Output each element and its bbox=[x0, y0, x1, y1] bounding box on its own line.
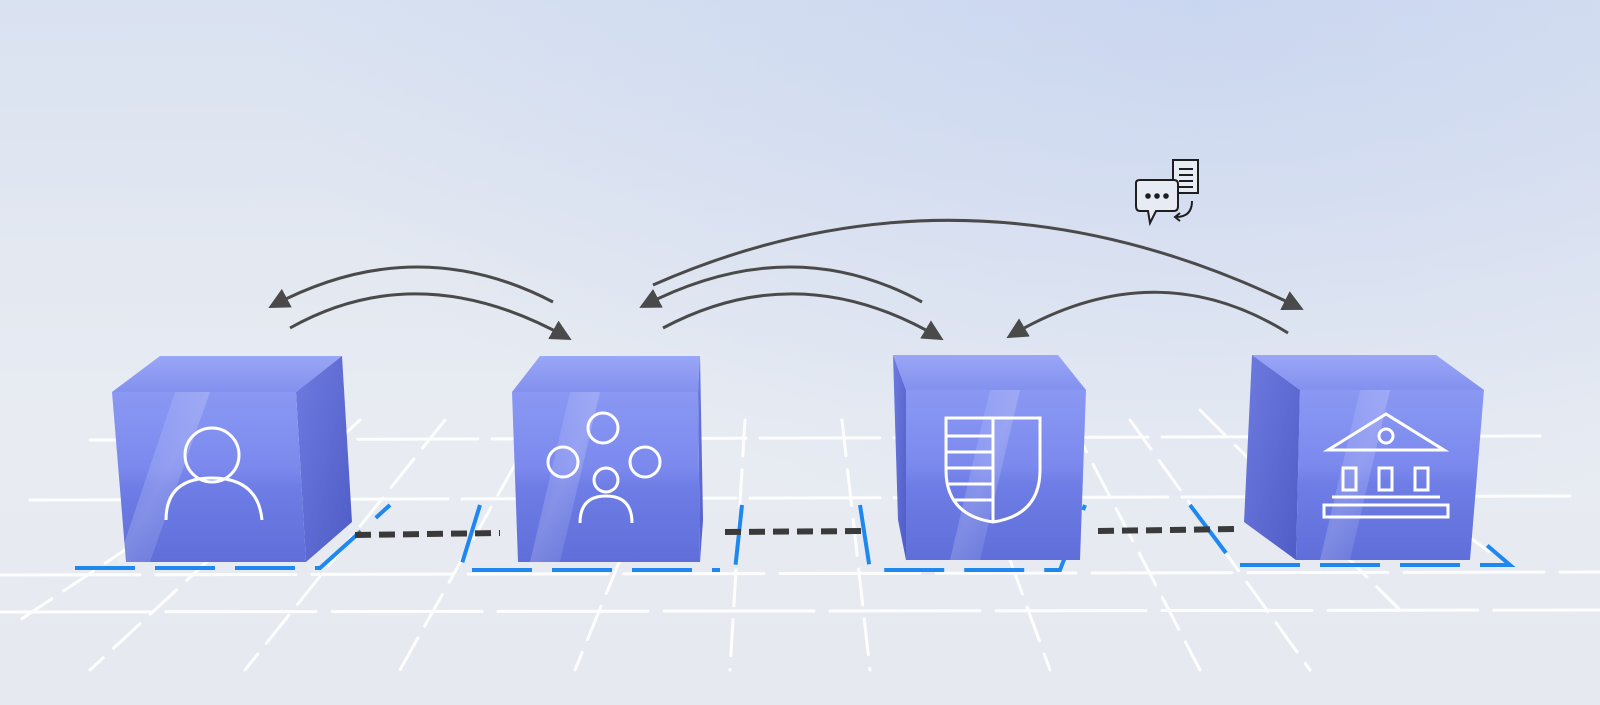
cube-community bbox=[512, 356, 703, 562]
cube-side bbox=[893, 355, 906, 560]
cube-shine bbox=[118, 392, 210, 562]
arrow-shield-to-community bbox=[639, 265, 923, 308]
arrow-user-to-community bbox=[289, 292, 572, 341]
cube-top bbox=[512, 356, 700, 392]
cube-top bbox=[893, 355, 1086, 390]
grid-row-3 bbox=[0, 570, 1600, 577]
shield-icon bbox=[944, 416, 1042, 524]
cube-user bbox=[112, 356, 352, 562]
group-icon bbox=[546, 411, 662, 524]
cube-side bbox=[296, 356, 352, 562]
cube-shine bbox=[950, 390, 1020, 560]
cube-institution bbox=[1244, 355, 1484, 560]
cube-top bbox=[112, 356, 342, 392]
connector-2-3 bbox=[724, 528, 869, 535]
cube-side bbox=[698, 356, 703, 562]
cube-side bbox=[1244, 355, 1300, 560]
connector-3-4 bbox=[1097, 526, 1239, 534]
arrow-community-to-shield bbox=[662, 292, 944, 341]
cube-top bbox=[1252, 355, 1484, 390]
chat-document-exchange-icon bbox=[1135, 159, 1199, 227]
flow-arrows bbox=[268, 218, 1304, 341]
connector-1-2 bbox=[354, 530, 501, 538]
arrow-institution-to-shield bbox=[1006, 290, 1289, 339]
grid-row-4 bbox=[0, 608, 1600, 614]
person-icon bbox=[164, 426, 264, 521]
cube-shield bbox=[893, 355, 1086, 560]
cube-connectors bbox=[354, 526, 1239, 538]
arrow-community-to-user bbox=[268, 265, 554, 308]
bank-building-icon bbox=[1322, 412, 1450, 519]
arrow-community-to-institution bbox=[652, 218, 1304, 310]
